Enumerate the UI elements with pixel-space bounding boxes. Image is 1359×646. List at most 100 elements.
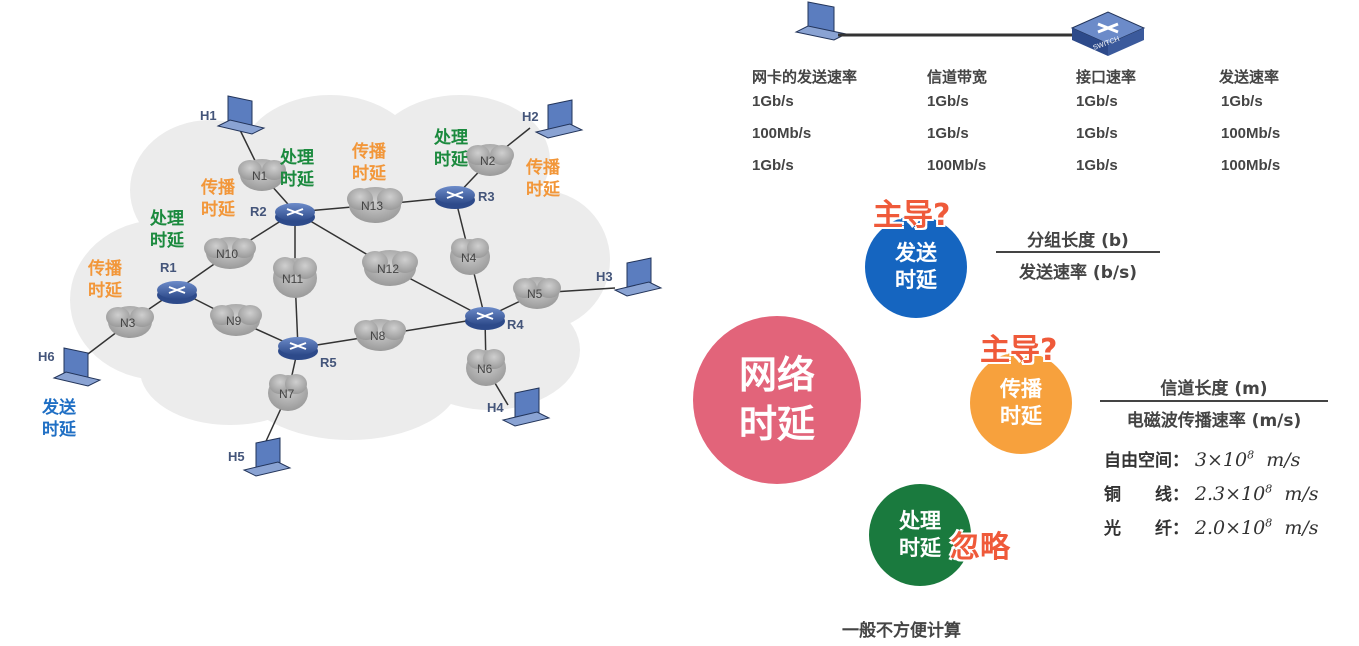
node-n11 xyxy=(273,257,317,298)
laptop-icon xyxy=(242,437,292,477)
prop-delay-circle: 传播 时延 xyxy=(970,352,1072,454)
table-cell: 1Gb/s xyxy=(927,125,969,142)
routers: R1 R2 R3 R4 R5 xyxy=(157,186,524,370)
proc-note: 一般不方便计算 xyxy=(842,621,961,641)
table-cell: 1Gb/s xyxy=(1076,93,1118,110)
host-label: H5 xyxy=(228,449,245,464)
table-header: 网卡的发送速率 xyxy=(752,68,858,86)
circle-line: 时延 xyxy=(1000,404,1042,428)
router-label: R1 xyxy=(160,260,177,275)
node-label: N3 xyxy=(120,316,136,330)
node-n8 xyxy=(354,319,406,351)
prop-delay-mid: 传播 时延 xyxy=(352,142,386,185)
router-icon xyxy=(435,186,475,209)
node-label: N6 xyxy=(477,362,493,376)
table-cell: 1Gb/s xyxy=(927,93,969,110)
table-cell: 100Mb/s xyxy=(1221,157,1281,174)
node-n1 xyxy=(238,159,286,191)
cloud-nodes xyxy=(106,144,561,411)
table-header: 发送速率 xyxy=(1219,68,1280,86)
node-label: N11 xyxy=(282,272,303,286)
speed-row-copper: 铜 线： 2.3×108 m/s xyxy=(1104,482,1319,505)
router-icon xyxy=(465,307,505,330)
hosts xyxy=(52,95,663,477)
circle-line: 网络 xyxy=(738,352,815,397)
send-delay-circle: 发送 时延 xyxy=(865,216,967,318)
node-label: N10 xyxy=(216,247,238,261)
circle-line: 时延 xyxy=(899,536,941,560)
table-cell: 1Gb/s xyxy=(752,157,794,174)
node-label: N12 xyxy=(377,262,399,276)
network-delay-circle: 网络 时延 xyxy=(693,316,861,484)
table-cell: 100Mb/s xyxy=(927,157,987,174)
speed-row-fiber: 光 纤： 2.0×108 m/s xyxy=(1104,516,1319,539)
table-cell: 1Gb/s xyxy=(1221,93,1263,110)
prop-formula-numerator: 信道长度 (m) xyxy=(1160,379,1268,399)
node-labels: N1 N2 N3 N4 N5 N6 N7 N8 N9 N10 N11 N12 N… xyxy=(120,154,543,401)
host-label: H4 xyxy=(487,400,504,415)
speed-row-free-space: 自由空间： 3×108 m/s xyxy=(1104,448,1301,471)
proc-delay-r2: 处理 时延 xyxy=(280,148,314,191)
host-label: H6 xyxy=(38,349,55,364)
node-label: N13 xyxy=(361,199,383,213)
prop-formula-denominator: 电磁波传播速率 (m/s) xyxy=(1126,411,1302,431)
node-label: N9 xyxy=(226,314,242,328)
table-cell: 1Gb/s xyxy=(1076,125,1118,142)
node-n7 xyxy=(268,374,308,411)
table-cell: 1Gb/s xyxy=(752,93,794,110)
switch-icon: SWITCH xyxy=(1070,11,1146,56)
node-n9 xyxy=(210,304,262,336)
node-n2 xyxy=(466,144,514,176)
node-n13 xyxy=(347,187,403,223)
prop-delay-r1: 传播 时延 xyxy=(88,259,122,302)
table-cell: 1Gb/s xyxy=(1076,157,1118,174)
prop-formula-line xyxy=(1100,400,1328,402)
router-label: R2 xyxy=(250,204,267,219)
circle-line: 时延 xyxy=(895,268,937,292)
node-n12 xyxy=(362,250,418,286)
circle-line: 传播 xyxy=(1000,376,1042,401)
proc-delay-circle: 处理 时延 xyxy=(869,484,971,586)
node-label: N7 xyxy=(279,387,295,401)
prop-delay-r2: 传播 时延 xyxy=(201,178,235,221)
send-formula-numerator: 分组长度 (b) xyxy=(1027,231,1129,251)
laptop-icon xyxy=(613,257,663,297)
node-label: N4 xyxy=(461,251,477,265)
prop-hint: 主导? xyxy=(980,333,1058,368)
table-cell: 100Mb/s xyxy=(1221,125,1281,142)
table-header: 接口速率 xyxy=(1076,68,1137,86)
node-n10 xyxy=(204,237,256,269)
proc-delay-r1: 处理 时延 xyxy=(150,209,184,252)
cloud-background xyxy=(70,95,610,440)
laptop-icon xyxy=(52,347,102,387)
node-label: N2 xyxy=(480,154,496,168)
send-formula-line xyxy=(996,251,1160,253)
router-label: R5 xyxy=(320,355,337,370)
proc-delay-r3: 处理 时延 xyxy=(434,128,468,171)
host-label: H2 xyxy=(522,109,539,124)
node-n3 xyxy=(106,306,154,338)
laptop-icon xyxy=(534,99,584,139)
node-n6 xyxy=(466,349,506,386)
node-label: N5 xyxy=(527,287,543,301)
circle-line: 时延 xyxy=(738,402,815,446)
router-icon xyxy=(278,337,318,360)
router-label: R3 xyxy=(478,189,495,204)
node-label: N8 xyxy=(370,329,386,343)
host-label: H3 xyxy=(596,269,613,284)
circle-line: 处理 xyxy=(899,508,941,533)
send-formula-denominator: 发送速率 (b/s) xyxy=(1019,263,1137,283)
send-hint: 主导? xyxy=(873,198,951,233)
laptop-icon xyxy=(216,95,266,135)
table-cell: 100Mb/s xyxy=(752,125,812,142)
prop-delay-r3: 传播 时延 xyxy=(526,158,560,201)
table-header: 信道带宽 xyxy=(927,68,988,86)
router-icon xyxy=(157,281,197,304)
circle-line: 发送 xyxy=(895,240,937,265)
node-n5 xyxy=(513,277,561,309)
host-label: H1 xyxy=(200,108,217,123)
router-icon xyxy=(275,203,315,226)
laptop-icon xyxy=(501,387,551,427)
proc-hint: 忽略 xyxy=(950,530,1010,565)
